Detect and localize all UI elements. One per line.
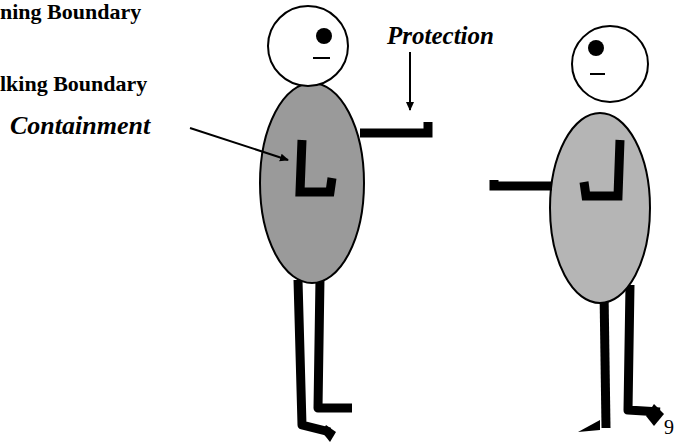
eye bbox=[316, 28, 332, 44]
leader-line bbox=[190, 128, 288, 160]
heading-fragment: ning Boundary bbox=[0, 0, 141, 24]
foot bbox=[322, 425, 336, 442]
foot bbox=[646, 404, 664, 426]
containment-arm bbox=[300, 140, 332, 192]
body bbox=[550, 113, 650, 303]
protection-arm bbox=[494, 180, 552, 186]
mouth bbox=[313, 57, 330, 59]
callout-label: Protection bbox=[387, 22, 494, 50]
head bbox=[268, 6, 348, 86]
left-figure bbox=[190, 6, 428, 442]
mouth bbox=[590, 73, 605, 75]
leg bbox=[318, 278, 352, 408]
head bbox=[572, 26, 648, 102]
leader-line bbox=[409, 52, 411, 110]
foot bbox=[578, 420, 600, 432]
body bbox=[260, 83, 364, 283]
protection-arm bbox=[360, 122, 428, 133]
leg bbox=[628, 285, 660, 412]
callout-label: Containment bbox=[10, 112, 150, 141]
right-figure bbox=[494, 26, 664, 432]
heading-fragment: lking Boundary bbox=[0, 72, 147, 96]
page-number: 9 bbox=[664, 416, 674, 438]
containment-arm bbox=[584, 140, 620, 196]
eye bbox=[588, 40, 604, 56]
leg bbox=[604, 290, 606, 428]
